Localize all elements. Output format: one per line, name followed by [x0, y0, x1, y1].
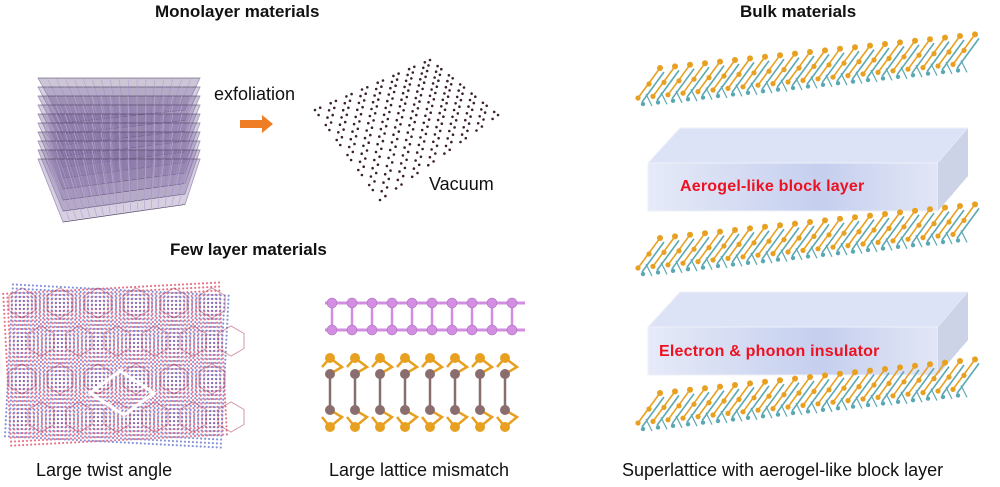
moire-hexagon	[65, 401, 93, 433]
lattice-mismatch-heterostructure-illustration	[321, 297, 525, 432]
moire-hexagon	[27, 325, 55, 357]
moire-hexagon	[103, 325, 131, 357]
moire-hexagon	[27, 401, 55, 433]
monolayer-heading: Monolayer materials	[155, 2, 320, 21]
moire-hexagon	[141, 325, 169, 357]
crystal-slab-top	[635, 31, 980, 107]
superlattice-caption: Superlattice with aerogel-like block lay…	[622, 460, 944, 480]
moire-unit-cell-outline	[87, 369, 157, 417]
superlattice-illustration	[635, 31, 980, 432]
moire-hexagon	[217, 401, 245, 433]
pink-layer	[325, 297, 525, 336]
monolayer-sheet-illustration	[313, 58, 500, 202]
moire-hexagon	[198, 287, 226, 319]
stacked-layers-illustration	[37, 77, 201, 223]
moire-hexagon	[8, 287, 36, 319]
crystal-slab-middle	[635, 201, 980, 277]
moire-hexagon	[8, 363, 36, 395]
bulk-heading: Bulk materials	[740, 2, 857, 21]
aerogel-block-bottom	[646, 291, 970, 376]
aerogel-block-top	[646, 127, 970, 212]
moire-hexagon	[179, 325, 207, 357]
moire-hexagon	[65, 325, 93, 357]
moire-hexagon	[179, 401, 207, 433]
twisted-bilayer-moire-illustration	[2, 281, 245, 449]
gold-brown-layer	[321, 353, 520, 432]
twist-angle-caption: Large twist angle	[36, 460, 173, 480]
moire-hexagon	[122, 287, 150, 319]
moire-hexagon	[141, 401, 169, 433]
moire-hexagon	[217, 325, 245, 357]
moire-hexagon	[198, 363, 226, 395]
moire-hexagon	[160, 287, 188, 319]
moire-hexagon	[160, 363, 188, 395]
graphene-layer	[37, 158, 201, 223]
few-layer-heading: Few layer materials	[170, 240, 327, 259]
lattice-mismatch-caption: Large lattice mismatch	[329, 460, 510, 480]
right-arrow-icon	[240, 115, 273, 133]
honeycomb-sheet	[313, 58, 500, 202]
block-layer-label-1: Aerogel-like block layer	[680, 178, 865, 195]
moire-hexagon	[84, 363, 112, 395]
exfoliation-label: exfoliation	[214, 84, 296, 104]
vacuum-label: Vacuum	[429, 174, 494, 194]
moire-hexagon	[84, 287, 112, 319]
moire-hexagon	[46, 363, 74, 395]
block-layer-label-2: Electron & phonon insulator	[659, 343, 880, 360]
moire-hexagon	[46, 287, 74, 319]
crystal-slab-bottom	[635, 356, 980, 432]
